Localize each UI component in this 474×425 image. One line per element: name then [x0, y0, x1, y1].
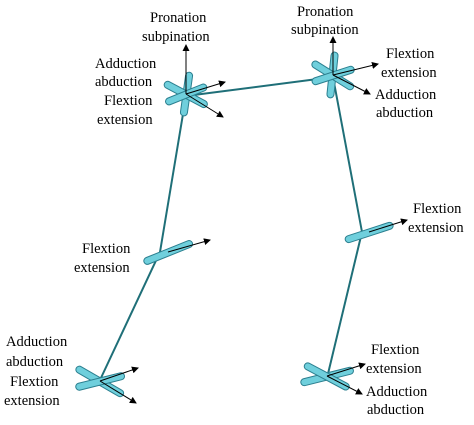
- left-wrist-flexion-arrow: [99, 380, 137, 404]
- right-elbow-flexion-arrow: [368, 218, 408, 233]
- left-wrist-flexion-label: Flextion: [10, 374, 59, 390]
- left-shoulder-adduction-label: Adduction: [95, 56, 157, 72]
- left-shoulder-supination-label: subpination: [142, 29, 210, 45]
- left-shoulder-axes: [182, 44, 226, 118]
- right-wrist-extension-label: extension: [366, 361, 422, 377]
- left-elbow-extension-label: extension: [74, 260, 130, 276]
- right-shoulder-pronation-label: Pronation: [297, 4, 354, 20]
- right-elbow-flexion-label: Flextion: [413, 201, 462, 217]
- right-shoulder-abduction-label: abduction: [376, 105, 434, 121]
- left-wrist-adduction-arrow: [99, 366, 139, 382]
- left-shoulder-adduction-arrow: [185, 80, 226, 95]
- right-forearm-link: [326, 231, 363, 379]
- right-wrist-abduction-label: abduction: [367, 402, 425, 418]
- left-wrist-abduction-label: abduction: [6, 354, 64, 370]
- left-shoulder-flexion-arrow: [185, 93, 224, 118]
- arm-links: [99, 76, 363, 381]
- left-shoulder-flexion-label: Flextion: [104, 93, 153, 109]
- right-wrist-flexion-label: Flextion: [371, 342, 420, 358]
- left-shoulder-abduction-label: abduction: [95, 74, 153, 90]
- left-forearm-link: [99, 251, 161, 381]
- right-shoulder-supination-label: subpination: [291, 22, 359, 38]
- left-elbow-flexion-arrow: [167, 238, 211, 253]
- right-shoulder-flexion-arrow: [332, 62, 379, 76]
- left-wrist-axes: [99, 366, 139, 404]
- right-wrist-adduction-label: Adduction: [366, 384, 428, 400]
- right-shoulder-extension-label: extension: [381, 65, 437, 81]
- right-shoulder-axes: [329, 36, 379, 95]
- right-wrist-axes: [326, 362, 366, 395]
- right-shoulder-adduction-arrow: [332, 74, 371, 95]
- left-wrist-adduction-label: Adduction: [6, 334, 68, 350]
- left-shoulder-extension-label: extension: [97, 112, 153, 128]
- right-upper-arm-link: [332, 76, 363, 233]
- left-wrist-extension-label: extension: [4, 393, 60, 409]
- left-elbow-flexion-label: Flextion: [82, 241, 131, 257]
- left-upper-arm-link: [159, 95, 187, 253]
- right-shoulder-flexion-label: Flextion: [386, 46, 435, 62]
- right-elbow-extension-label: extension: [408, 220, 464, 236]
- shoulder-to-shoulder-link: [185, 76, 334, 97]
- left-shoulder-pronation-label: Pronation: [150, 10, 207, 26]
- right-wrist-adduction-arrow: [326, 375, 363, 395]
- right-shoulder-adduction-label: Adduction: [375, 87, 437, 103]
- right-wrist-diagonal-cylinder: [303, 362, 350, 391]
- right-wrist-flexion-arrow: [326, 362, 366, 377]
